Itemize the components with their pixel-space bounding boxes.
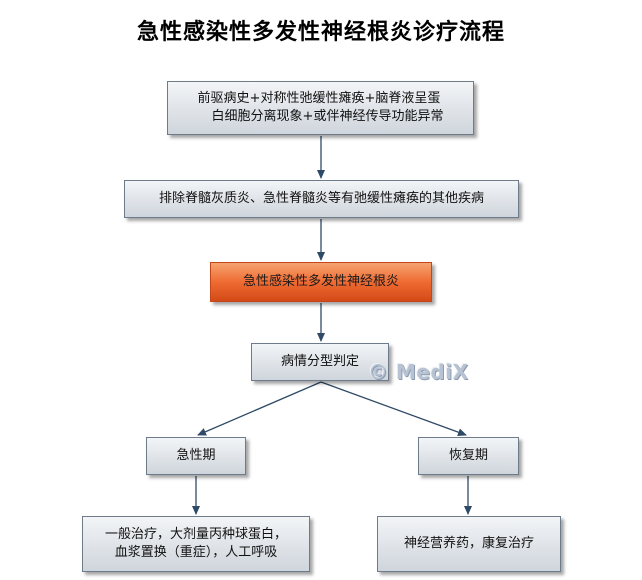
- node-exclusion: 排除脊髓灰质炎、急性脊髓炎等有弛缓性瘫痪的其他疾病: [124, 180, 519, 218]
- node-acute-phase-label: 急性期: [176, 448, 216, 463]
- node-recovery-treatment: 神经营养药，康复治疗: [377, 516, 561, 572]
- arrow-classification-to-recovery: [320, 381, 467, 437]
- node-diagnostic-criteria-line1: 前驱病史+对称性弛缓性瘫痪+脑脊液呈蛋: [197, 91, 441, 106]
- node-classification-label: 病情分型判定: [280, 354, 359, 369]
- arrow-classification-to-acute: [197, 381, 322, 436]
- node-recovery-treatment-label: 神经营养药，康复治疗: [403, 536, 534, 551]
- node-recovery-phase: 恢复期: [418, 437, 519, 475]
- page-title: 急性感染性多发性神经根炎诊疗流程: [136, 20, 505, 45]
- node-diagnostic-criteria-line2: 白细胞分离现象+或伴神经传导功能异常: [211, 109, 444, 124]
- node-classification: 病情分型判定: [251, 343, 389, 381]
- node-exclusion-label: 排除脊髓灰质炎、急性脊髓炎等有弛缓性瘫痪的其他疾病: [158, 191, 484, 206]
- node-diagnosis-label: 急性感染性多发性神经根炎: [242, 274, 399, 289]
- node-acute-phase: 急性期: [146, 437, 246, 475]
- node-acute-treatment: 一般治疗，大剂量丙种球蛋白， 血浆置换（重症），人工呼吸: [82, 516, 310, 572]
- node-recovery-phase-label: 恢复期: [448, 448, 488, 463]
- node-diagnostic-criteria: 前驱病史+对称性弛缓性瘫痪+脑脊液呈蛋 白细胞分离现象+或伴神经传导功能异常: [167, 81, 474, 135]
- node-acute-treatment-line2: 血浆置换（重症），人工呼吸: [114, 545, 278, 560]
- watermark-text: © MediX: [368, 360, 469, 384]
- node-acute-treatment-line1: 一般治疗，大剂量丙种球蛋白，: [104, 527, 287, 542]
- node-diagnosis: 急性感染性多发性神经根炎: [210, 262, 432, 302]
